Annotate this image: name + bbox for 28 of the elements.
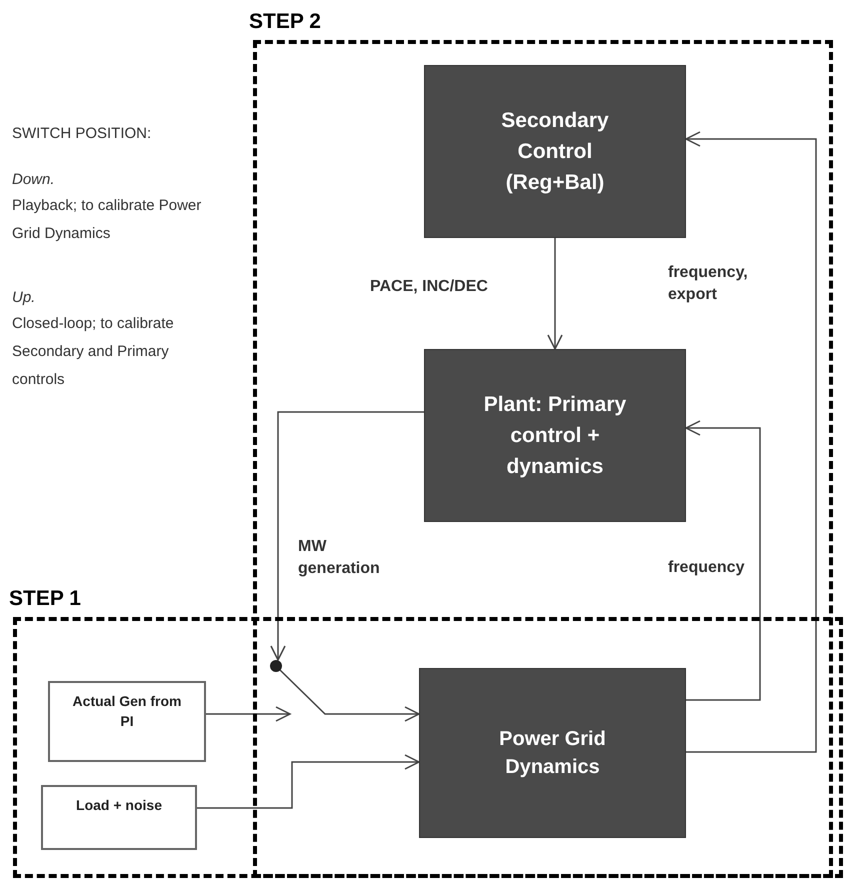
note-text: Closed-loop; to calibrate Secondary and Primary controls [12, 314, 175, 390]
edge-label: frequency, export [668, 263, 749, 305]
process-box [424, 349, 686, 522]
arrow [279, 669, 420, 722]
note-text: Down. [12, 170, 56, 190]
step-heading: STEP 1 [9, 586, 81, 612]
process-box [424, 65, 686, 238]
box-title: Power Grid Dynamics [498, 727, 607, 780]
box-text: Actual Gen from PI [72, 692, 182, 731]
arrow [270, 411, 424, 661]
edge-label: PACE, INC/DEC [370, 277, 489, 297]
arrow [206, 706, 291, 722]
step-heading: STEP 2 [249, 9, 321, 35]
arrow [685, 131, 817, 753]
box-title: Plant: Primary control + dynamics [482, 392, 628, 480]
note-text: SWITCH POSITION: [12, 124, 152, 144]
edge-label: frequency [668, 558, 746, 578]
box-text: Load + noise [76, 796, 162, 815]
note-text: Playback; to calibrate Power Grid Dynamics [12, 196, 202, 244]
note-text: Up. [12, 288, 36, 308]
process-box [419, 668, 686, 838]
box-title: Secondary Control (Reg+Bal) [500, 108, 610, 196]
arrow [197, 754, 420, 809]
arrow [685, 420, 761, 701]
arrow [547, 238, 563, 350]
edge-label: MW generation [298, 537, 381, 579]
input-box [41, 785, 197, 850]
input-box [48, 681, 206, 762]
